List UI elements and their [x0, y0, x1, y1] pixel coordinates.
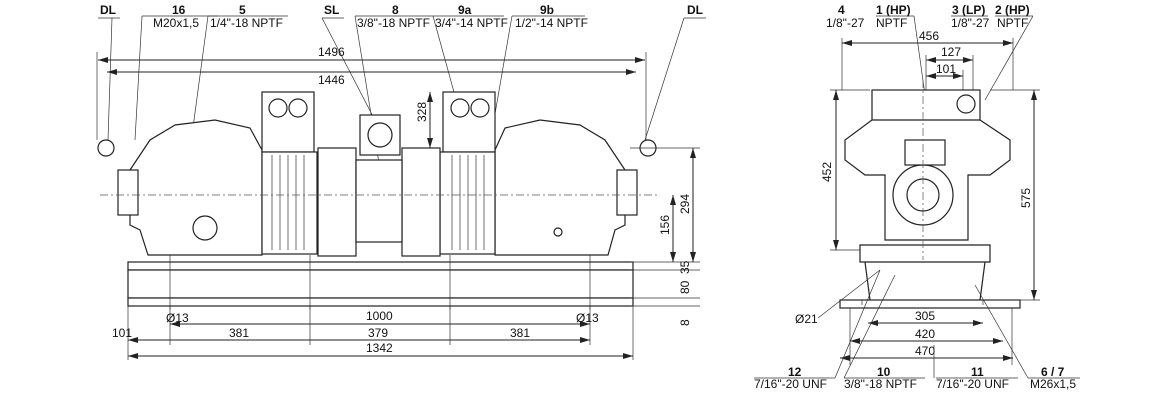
callout-3-lp: 3 (LP)	[952, 3, 985, 17]
dim-379: 379	[368, 326, 388, 340]
dim-456: 456	[919, 29, 939, 43]
callout-dl-left: DL	[100, 3, 116, 17]
hole-end: Ø21	[795, 312, 818, 326]
end-compressor-body	[844, 89, 1011, 301]
end-view: 4 1/8"-27 1 (HP) NPTF 3 (LP) 1/8"-27 2 (…	[754, 3, 1080, 391]
callout-12: 12	[788, 365, 802, 379]
callout-8-spec: 3/8"-18 NPTF	[357, 16, 430, 30]
compressor-right	[401, 91, 657, 257]
dim-101: 101	[112, 326, 132, 340]
callout-16: 16	[172, 3, 186, 17]
dim-1342: 1342	[366, 341, 393, 355]
side-callouts: DL 16 M20x1,5 5 1/4"-18 NPTF SL 8 3/8"-1…	[98, 3, 706, 201]
callout-9b: 9b	[540, 3, 554, 17]
callout-10: 10	[877, 365, 891, 379]
hole-left: Ø13	[166, 311, 189, 325]
callout-11: 11	[971, 365, 984, 379]
dim-305: 305	[915, 309, 935, 323]
dim-156: 156	[658, 215, 672, 235]
dim-328: 328	[415, 102, 429, 122]
dim-8: 8	[678, 319, 692, 326]
dim-470: 470	[915, 344, 935, 358]
callout-16-spec: M20x1,5	[153, 16, 199, 30]
callout-6-7-spec: M26x1,5	[1030, 377, 1076, 391]
callout-8: 8	[392, 3, 399, 17]
callout-9a: 9a	[458, 3, 472, 17]
callout-1-spec: NPTF	[876, 16, 907, 30]
dim-575: 575	[1019, 188, 1033, 208]
callout-6-7: 6 / 7	[1041, 365, 1065, 379]
dim-80: 80	[678, 280, 692, 294]
dim-1000: 1000	[366, 309, 393, 323]
base-frame	[127, 255, 634, 310]
callout-2-spec: NPTF	[997, 16, 1028, 30]
callout-9a-spec: 3/4"-14 NPTF	[435, 16, 508, 30]
dim-452: 452	[820, 162, 834, 182]
callout-4-spec: 1/8"-27	[826, 16, 865, 30]
callout-10-spec: 3/8"-18 NPTF	[844, 377, 917, 391]
callout-11-spec: 7/16"-20 UNF	[936, 377, 1009, 391]
callout-3-spec: 1/8"-27	[951, 16, 990, 30]
end-callouts-bottom: 12 7/16"-20 UNF 10 3/8"-18 NPTF 11 7/16"…	[754, 269, 1080, 391]
dim-294: 294	[678, 194, 692, 214]
dim-1496: 1496	[318, 45, 345, 59]
callout-5: 5	[239, 3, 246, 17]
end-base-frame	[839, 299, 1021, 365]
callout-sl: SL	[324, 3, 339, 17]
compressor-left	[97, 91, 357, 257]
end-callouts-top: 4 1/8"-27 1 (HP) NPTF 3 (LP) 1/8"-27 2 (…	[826, 3, 1034, 101]
side-view: DL 16 M20x1,5 5 1/4"-18 NPTF SL 8 3/8"-1…	[96, 3, 706, 360]
dim-127: 127	[941, 45, 961, 59]
callout-12-spec: 7/16"-20 UNF	[754, 377, 827, 391]
dim-35: 35	[678, 260, 692, 274]
callout-5-spec: 1/4"-18 NPTF	[210, 16, 283, 30]
dim-1446: 1446	[318, 73, 345, 87]
callout-9b-spec: 1/2"-14 NPTF	[515, 16, 588, 30]
dim-101-end: 101	[936, 62, 956, 76]
dim-381-left: 381	[229, 326, 249, 340]
dim-420: 420	[915, 327, 935, 341]
hole-right: Ø13	[576, 311, 599, 325]
callout-2-hp: 2 (HP)	[995, 3, 1030, 17]
callout-4: 4	[838, 3, 845, 17]
dim-381-right: 381	[510, 326, 530, 340]
callout-dl-right: DL	[687, 3, 703, 17]
suction-manifold	[355, 114, 403, 243]
callout-1-hp: 1 (HP)	[876, 3, 911, 17]
